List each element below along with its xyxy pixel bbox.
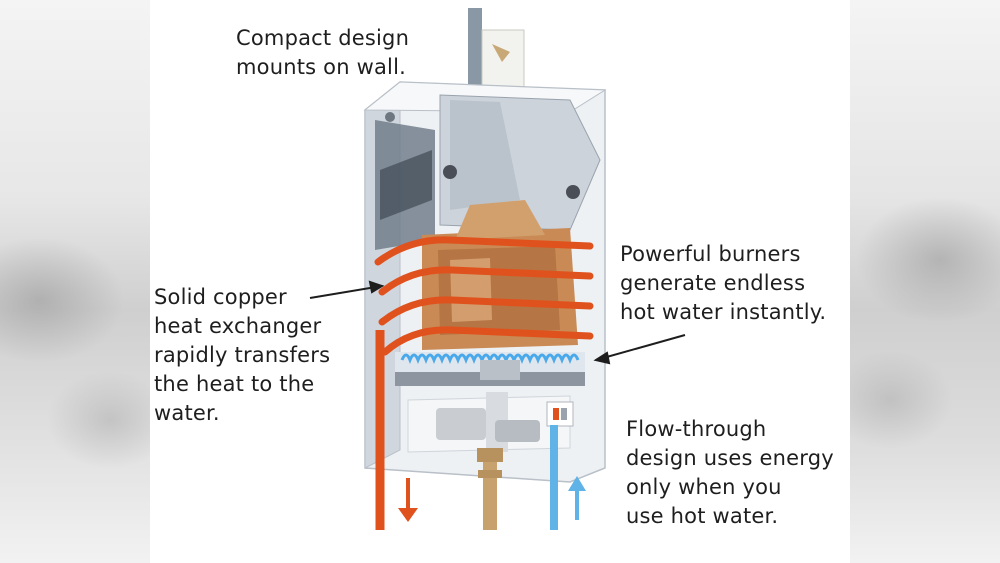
hot-water-outlet	[375, 330, 418, 530]
diagram-panel: Compact design mounts on wall. Powerful …	[150, 0, 850, 563]
valve-assembly	[407, 392, 574, 530]
cold-water-inlet	[550, 425, 586, 530]
flue-pipe	[468, 8, 525, 100]
blurred-background-right	[850, 0, 1000, 563]
label-flow-through-design: Flow-through design uses energy only whe…	[626, 417, 834, 528]
label-copper-heat-exchanger: Solid copper heat exchanger rapidly tran…	[154, 285, 331, 425]
blurred-background-left	[0, 0, 150, 563]
burners	[395, 352, 585, 386]
water-heater-illustration	[309, 8, 686, 530]
label-powerful-burners: Powerful burners generate endless hot wa…	[620, 242, 827, 324]
copper-coils	[374, 236, 594, 356]
label-compact-design: Compact design mounts on wall.	[236, 26, 410, 79]
pointer-arrows	[309, 280, 686, 365]
